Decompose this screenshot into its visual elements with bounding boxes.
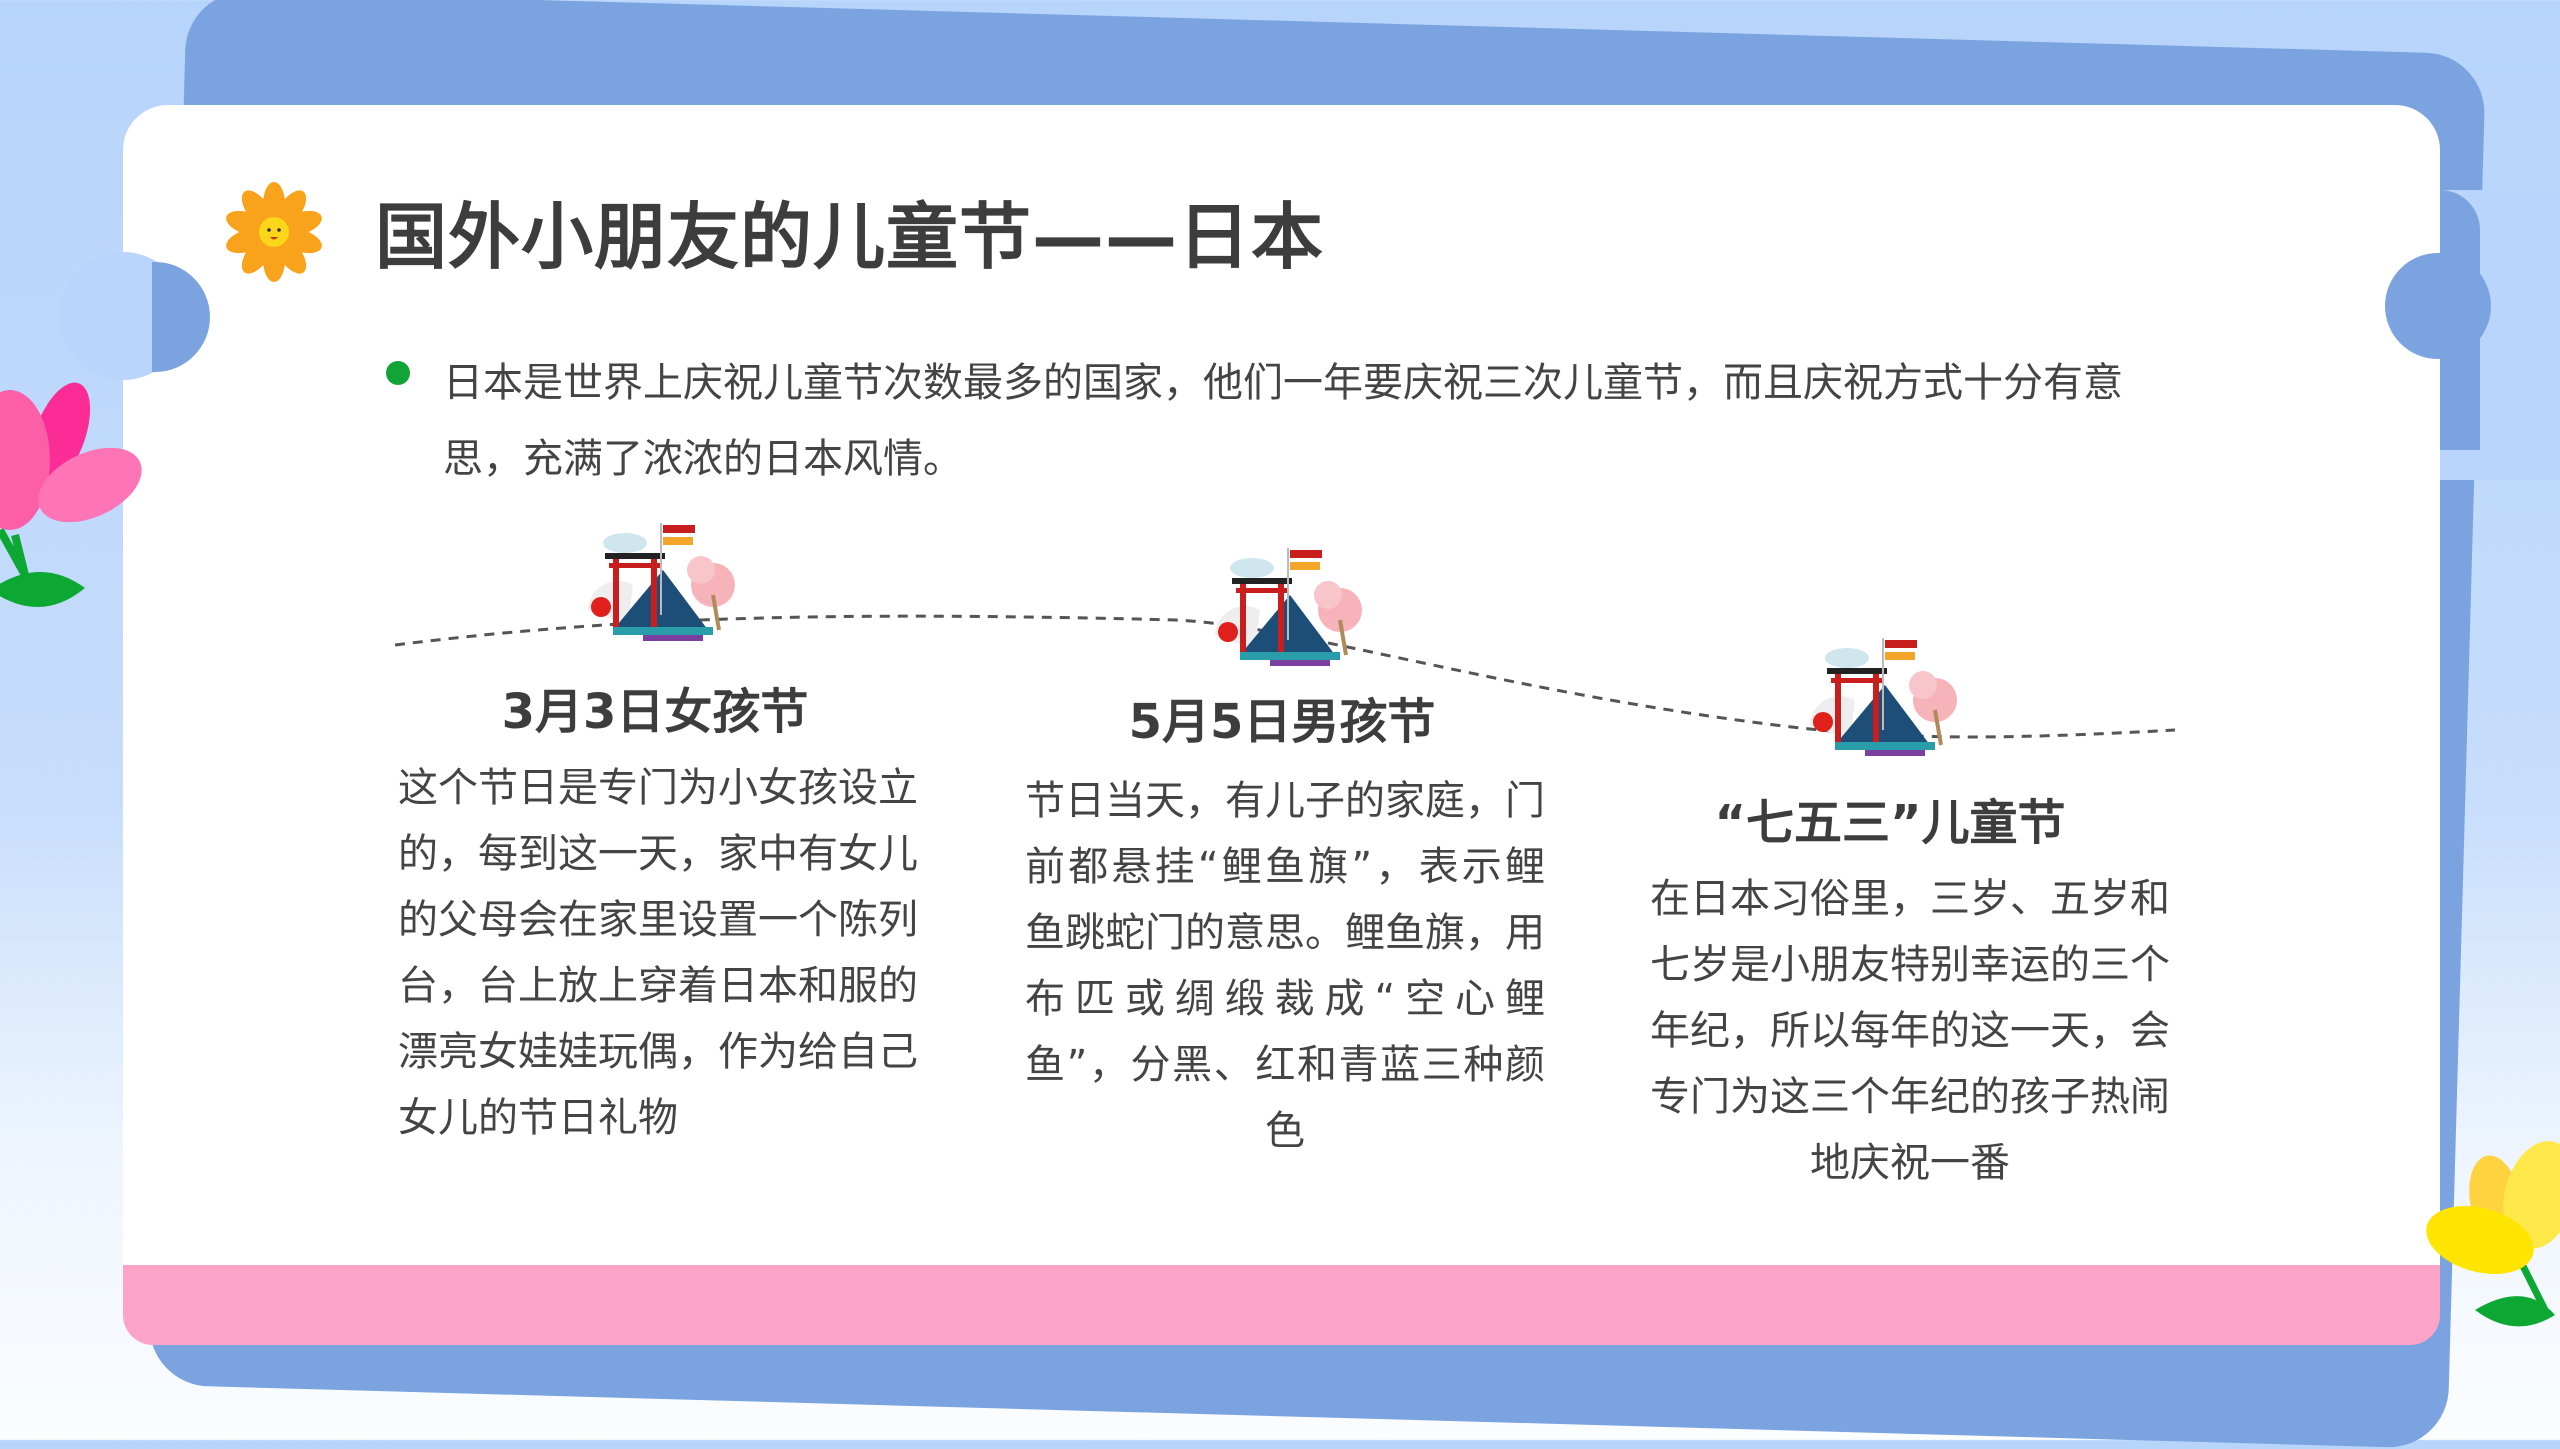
- japan-scene-illustration-1: [588, 523, 735, 641]
- bullet-icon: [386, 361, 410, 385]
- pink-tulip-icon: [0, 382, 142, 607]
- page-title: 国外小朋友的儿童节——日本: [375, 195, 1325, 279]
- japan-scene-illustration-3: [1810, 638, 1957, 756]
- card-notch-right: [2385, 253, 2491, 359]
- smiling-sun-flower-icon: [226, 182, 322, 282]
- japan-scene-illustration-2: [1215, 548, 1362, 666]
- bottom-pink-band: [123, 1265, 2440, 1345]
- content-card: [123, 105, 2440, 1265]
- festival-body-shichigosan: 在日本习俗里，三岁、五岁和七岁是小朋友特别幸运的三个年纪，所以每年的这一天，会专…: [1650, 876, 2170, 1186]
- festival-body-girls-day: 这个节日是专门为小女孩设立的，每到这一天，家中有女儿的父母会在家里设置一个陈列台…: [398, 765, 918, 1141]
- festival-heading-boys-day: 5月5日男孩节: [1128, 694, 1436, 750]
- festival-heading-shichigosan: “七五三”儿童节: [1714, 795, 2066, 851]
- festival-body-boys-day: 节日当天，有儿子的家庭，门前都悬挂“鲤鱼旗”，表示鲤鱼跳蛇门的意思。鲤鱼旗，用布…: [1025, 778, 1545, 1154]
- festival-heading-girls-day: 3月3日女孩节: [501, 684, 809, 740]
- intro-paragraph: 日本是世界上庆祝儿童节次数最多的国家，他们一年要庆祝三次儿童节，而且庆祝方式十分…: [443, 360, 2123, 482]
- yellow-tulip-icon: [2426, 1141, 2560, 1327]
